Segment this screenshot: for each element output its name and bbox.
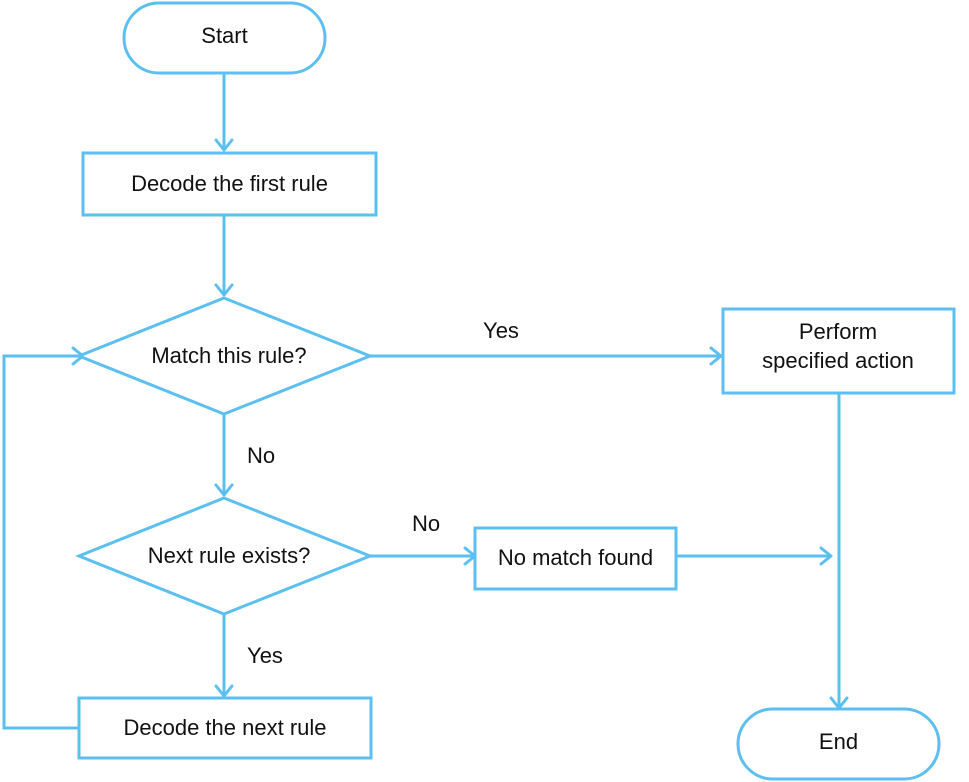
no-match-box: [473, 526, 678, 591]
arrowhead-decode-first: [214, 138, 234, 152]
node-decode-first: Decode the first rule: [81, 151, 378, 217]
arrowhead-perform: [709, 346, 723, 366]
decode-first-label: Decode the first rule: [131, 171, 328, 196]
decode-next-box: [77, 696, 373, 760]
node-match: Match this rule?: [74, 296, 375, 416]
arrowhead-decode-next: [214, 684, 234, 698]
end-label: End: [819, 729, 858, 754]
next-exists-label: Next rule exists?: [148, 543, 311, 568]
perform-label-line-2: specified action: [762, 348, 914, 373]
arrowhead-match-top: [214, 283, 234, 297]
edge-label-match-yes: Yes: [483, 318, 519, 343]
node-end: End: [736, 707, 941, 781]
no-match-label: No match found: [498, 545, 653, 570]
start-label: Start: [201, 23, 247, 48]
node-next-exists: Next rule exists?: [74, 496, 375, 616]
edges: [2, 73, 849, 730]
node-start: Start: [122, 1, 327, 75]
perform-box: [721, 307, 956, 395]
arrowhead-merge: [819, 546, 833, 566]
match-label: Match this rule?: [151, 343, 306, 368]
edge-label-next-no: No: [412, 511, 440, 536]
edge-label-next-yes: Yes: [247, 643, 283, 668]
match-decision: [74, 296, 375, 416]
node-decode-next: Decode the next rule: [77, 696, 373, 760]
node-perform: Perform specified action: [721, 307, 956, 395]
edge-decode-next-loop-to-match: [2, 354, 83, 730]
decode-next-label: Decode the next rule: [123, 715, 326, 740]
edge-label-match-no: No: [247, 443, 275, 468]
start-terminal: [122, 1, 327, 75]
decode-first-box: [81, 151, 378, 217]
arrowhead-next-exists-top: [214, 483, 234, 497]
node-no-match: No match found: [473, 526, 678, 591]
next-exists-decision: [74, 496, 375, 616]
perform-label-line-1: Perform: [799, 319, 877, 344]
end-terminal: [736, 707, 941, 781]
